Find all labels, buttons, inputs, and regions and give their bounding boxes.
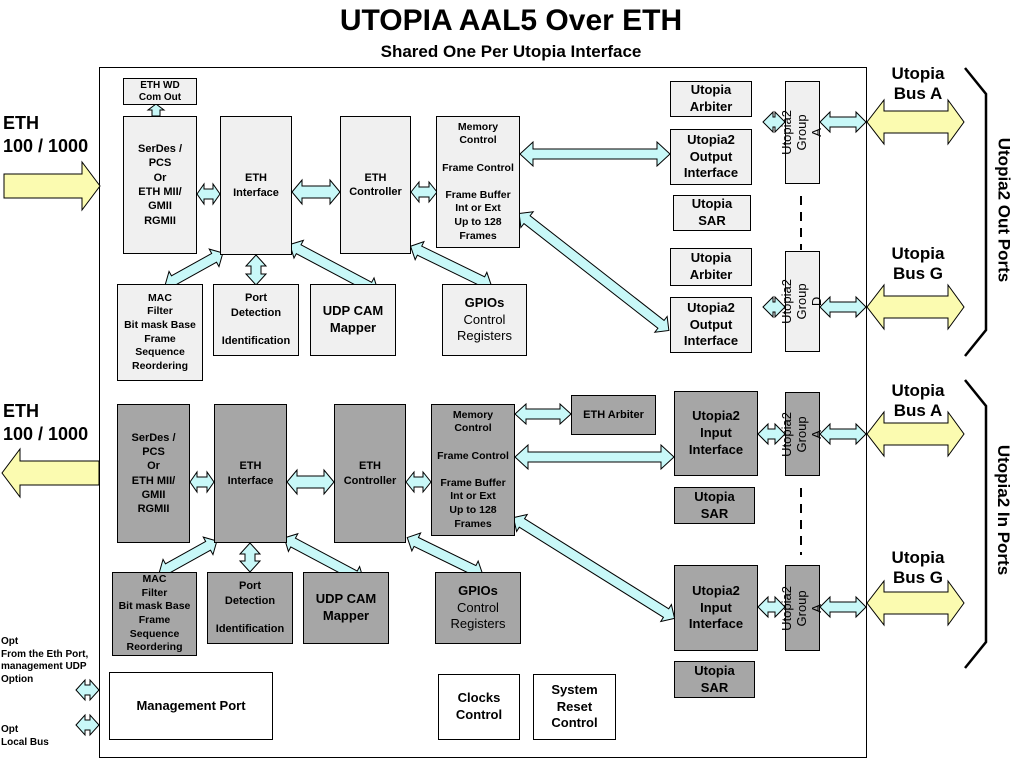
top-utopia-arbiter-2: Utopia Arbiter bbox=[670, 248, 752, 286]
top-arrow-ethif-port bbox=[244, 254, 268, 286]
bus-g-bottom-label: Utopia Bus G bbox=[891, 548, 945, 587]
bottom-port-detection-block: Port Detection Identification bbox=[207, 572, 293, 644]
bottom-utopia2-input-2: Utopia2 Input Interface bbox=[674, 565, 758, 651]
bottom-group-a-2-label: Utopia2 Group A bbox=[779, 585, 824, 631]
eth-wd-block: ETH WD Com Out bbox=[123, 78, 197, 105]
out-ports-bracket bbox=[964, 67, 988, 357]
top-arrow-ctrl-mem bbox=[410, 180, 438, 204]
top-arrow-serdes-ethif bbox=[196, 182, 221, 206]
top-arrow-mem-out2 bbox=[518, 211, 670, 333]
page-subtitle: Shared One Per Utopia Interface bbox=[380, 42, 642, 61]
opt-local-note: Opt Local Bus bbox=[1, 724, 49, 748]
bus-g-top-label: Utopia Bus G bbox=[891, 244, 945, 283]
top-group-d-label: Utopia2 Group D bbox=[779, 279, 824, 324]
top-arrow-groupa-bus bbox=[819, 110, 867, 134]
bottom-eth-controller-block: ETH Controller bbox=[334, 404, 406, 543]
mgmt-arrow bbox=[75, 678, 100, 702]
eth-out-arrow bbox=[1, 447, 100, 499]
bottom-gpios-sub: Control Registers bbox=[450, 599, 506, 632]
bus-g-bottom-arrow bbox=[866, 579, 965, 627]
bottom-udp-cam-block: UDP CAM Mapper bbox=[303, 572, 389, 644]
bottom-gpios-title: GPIOs bbox=[458, 582, 498, 598]
management-port-block: Management Port bbox=[109, 672, 273, 740]
bus-a-top-arrow bbox=[866, 98, 965, 146]
system-reset-block: System Reset Control bbox=[533, 674, 616, 740]
bottom-utopia2-input-1: Utopia2 Input Interface bbox=[674, 391, 758, 476]
system-frame bbox=[99, 67, 867, 758]
bottom-arrow-ethif-port bbox=[238, 542, 262, 573]
bottom-serdes-block: SerDes / PCS Or ETH MII/ GMII RGMII bbox=[117, 404, 190, 543]
bottom-utopia-sar-1: Utopia SAR bbox=[674, 487, 755, 524]
in-ports-bracket bbox=[964, 379, 988, 669]
bottom-arrow-ctrl-mem bbox=[405, 470, 432, 494]
top-arrow-ethif-ctrl bbox=[291, 178, 341, 206]
top-utopia2-output-2: Utopia2 Output Interface bbox=[670, 297, 752, 353]
bottom-arrow-groupa-bus bbox=[819, 422, 867, 446]
clocks-control-block: Clocks Control bbox=[438, 674, 520, 740]
top-arrow-mem-out1 bbox=[519, 140, 671, 168]
top-gpios-title: GPIOs bbox=[464, 294, 505, 310]
top-utopia-sar: Utopia SAR bbox=[673, 195, 751, 231]
top-port-detection-block: Port Detection Identification bbox=[213, 284, 299, 356]
bus-a-top-label: Utopia Bus A bbox=[891, 64, 945, 103]
bottom-arrow-serdes-ethif bbox=[189, 470, 215, 494]
top-utopia-arbiter-1: Utopia Arbiter bbox=[670, 81, 752, 117]
bus-a-bottom-arrow bbox=[866, 410, 965, 458]
page-title: UTOPIA AAL5 Over ETH bbox=[339, 4, 683, 37]
top-group-a-label: Utopia2 Group A bbox=[779, 110, 824, 155]
top-eth-interface-block: ETH Interface bbox=[220, 116, 292, 255]
top-arrow-groupd-bus bbox=[819, 295, 867, 319]
bottom-group-a-1-block: Utopia2 Group A bbox=[779, 392, 824, 476]
bottom-eth-interface-block: ETH Interface bbox=[214, 404, 287, 543]
eth-top-label: ETH 100 / 1000 bbox=[3, 113, 89, 156]
bottom-eth-arbiter: ETH Arbiter bbox=[571, 395, 656, 435]
bottom-mac-filter-block: MAC Filter Bit mask Base Frame Sequence … bbox=[112, 572, 197, 656]
eth-in-arrow bbox=[3, 160, 101, 212]
bottom-group-a-1-label: Utopia2 Group A bbox=[779, 411, 824, 457]
bus-a-bottom-label: Utopia Bus A bbox=[891, 381, 945, 420]
bottom-arrow-groupa2-bus bbox=[819, 595, 867, 619]
top-gpios-sub: Control Registers bbox=[457, 311, 512, 344]
top-udp-cam-block: UDP CAM Mapper bbox=[310, 284, 396, 356]
bottom-group-a-2-block: Utopia2 Group A bbox=[779, 565, 824, 651]
bottom-utopia-sar-2: Utopia SAR bbox=[674, 661, 755, 698]
bus-g-top-arrow bbox=[866, 283, 965, 331]
bottom-memory-block: Memory Control Frame Control Frame Buffe… bbox=[431, 404, 515, 536]
opt-mgmt-note: Opt From the Eth Port, management UDP Op… bbox=[1, 636, 89, 685]
top-mac-filter-block: MAC Filter Bit mask Base Frame Sequence … bbox=[117, 284, 203, 381]
top-memory-block: Memory Control Frame Control Frame Buffe… bbox=[436, 116, 520, 248]
top-gpios-block: GPIOs Control Registers bbox=[442, 284, 527, 356]
bottom-gpios-block: GPIOs Control Registers bbox=[435, 572, 521, 644]
top-utopia2-output-1: Utopia2 Output Interface bbox=[670, 129, 752, 185]
top-eth-controller-block: ETH Controller bbox=[340, 116, 411, 254]
bottom-arrow-mem-arbiter bbox=[514, 402, 572, 426]
bottom-arrow-ethif-ctrl bbox=[286, 468, 335, 496]
eth-bottom-label: ETH 100 / 1000 bbox=[3, 401, 89, 444]
top-serdes-block: SerDes / PCS Or ETH MII/ GMII RGMII bbox=[123, 116, 197, 254]
local-bus-arrow bbox=[75, 713, 100, 737]
top-group-a-block: Utopia2 Group A bbox=[779, 81, 824, 184]
bottom-arrow-mem-in1 bbox=[514, 443, 675, 471]
top-group-d-block: Utopia2 Group D bbox=[779, 251, 824, 352]
bottom-arrow-mem-in2 bbox=[512, 513, 676, 623]
top-arrow-wd bbox=[146, 103, 166, 117]
